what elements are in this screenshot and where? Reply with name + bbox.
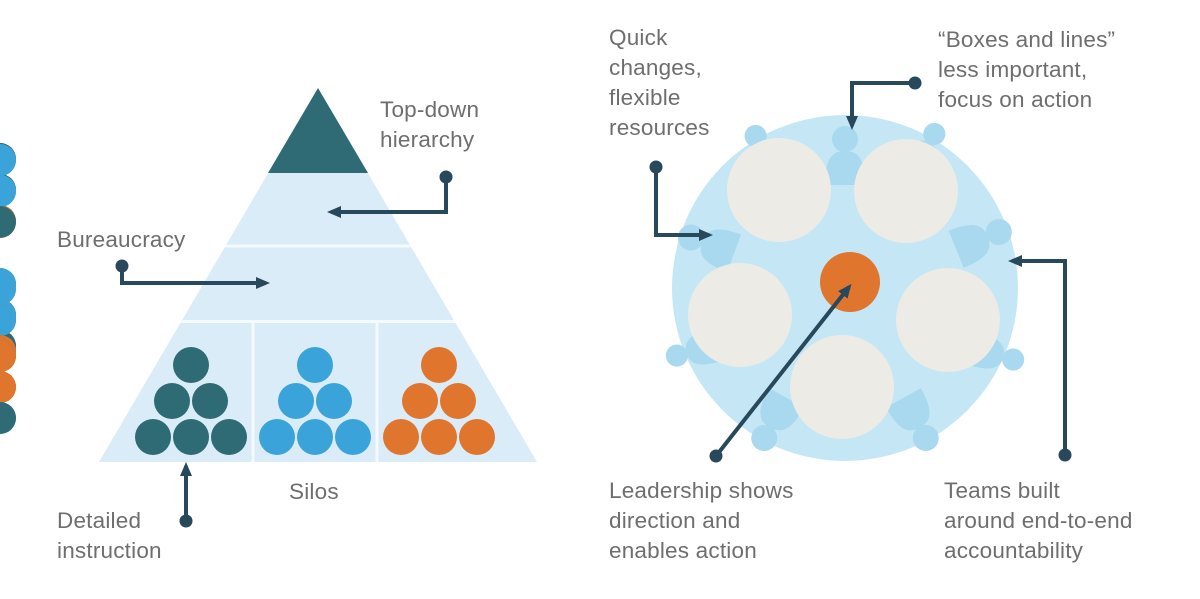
- person-icon: [751, 388, 805, 451]
- arrow-line: [714, 283, 852, 458]
- team-circle: [727, 138, 831, 242]
- silo-person-dot: [211, 419, 247, 455]
- silo-person-dot: [259, 419, 295, 455]
- silo-person-dot: [421, 347, 457, 383]
- label-line: Top-down: [380, 97, 480, 122]
- label-line: Leadership shows: [609, 478, 794, 503]
- label-line: Teams built: [944, 478, 1060, 503]
- arrow-line: [120, 266, 270, 289]
- team-circles: [688, 138, 1000, 439]
- label-line: hierarchy: [380, 127, 475, 152]
- arrow-boxes-and-lines: [846, 76, 922, 130]
- label-line: changes,: [609, 55, 702, 80]
- rim-people: [677, 126, 1012, 451]
- team-member-dot: [0, 206, 16, 238]
- label-top-down-hierarchy: Top-down hierarchy: [380, 95, 479, 155]
- label-bureaucracy: Bureaucracy: [57, 225, 186, 255]
- silo-person-dot: [383, 419, 419, 455]
- label-line: less important,: [938, 57, 1088, 82]
- silo-person-dot: [278, 383, 314, 419]
- team-circle: [688, 263, 792, 367]
- team-member-dot: [0, 144, 16, 176]
- arrow-line: [846, 81, 915, 130]
- pyramid: [99, 88, 537, 462]
- label-line: instruction: [57, 538, 162, 563]
- person-icon: [948, 219, 1012, 268]
- label-quick-changes: Quick changes, flexible resources: [609, 23, 710, 143]
- arrow-line: [1008, 255, 1067, 455]
- silo-person-dot: [192, 383, 228, 419]
- silo-divider-line: [375, 322, 379, 462]
- person-icon: [825, 126, 865, 185]
- team-dot-group: [0, 273, 16, 367]
- silo-person-dot: [335, 419, 371, 455]
- arrow-bureaucracy: [115, 259, 270, 289]
- team-member-dot: [0, 371, 16, 403]
- arrow-quick-changes: [649, 160, 713, 241]
- label-line: direction and: [609, 508, 741, 533]
- person-icon: [885, 388, 939, 451]
- team-circle: [896, 268, 1000, 372]
- team-circle: [854, 139, 958, 243]
- label-teams-built: Teams built around end-to-end accountabi…: [944, 476, 1133, 566]
- silo-person-dot: [440, 383, 476, 419]
- silo-person-dot: [316, 383, 352, 419]
- silo-dot-group: [135, 347, 247, 455]
- label-line: Detailed: [57, 508, 142, 533]
- silo-person-dot: [173, 419, 209, 455]
- label-leadership: Leadership shows direction and enables a…: [609, 476, 794, 566]
- label-line: Bureaucracy: [57, 227, 186, 252]
- silo-person-dot: [297, 419, 333, 455]
- label-detailed-instruction: Detailed instruction: [57, 506, 162, 566]
- label-line: around end-to-end: [944, 508, 1133, 533]
- team-dot-group: [0, 340, 16, 434]
- arrow-teams-built: [1008, 255, 1072, 462]
- label-line: focus on action: [938, 87, 1093, 112]
- label-line: accountability: [944, 538, 1084, 563]
- label-line: enables action: [609, 538, 757, 563]
- silo-person-dot: [135, 419, 171, 455]
- team-dot-group: [0, 144, 16, 238]
- arrow-line: [654, 167, 713, 241]
- silo-person-dot: [402, 383, 438, 419]
- callout-arrows: [115, 76, 1072, 528]
- divider-line: [99, 244, 537, 248]
- pyramid-dividers: [99, 244, 537, 462]
- silo-dot-group: [383, 347, 495, 455]
- team-member-dot: [0, 402, 16, 434]
- leadership-center-circle: [820, 252, 880, 312]
- team-circle: [790, 335, 894, 439]
- label-line: flexible: [609, 85, 681, 110]
- team-member-dot: [0, 273, 16, 305]
- label-line: Quick: [609, 25, 668, 50]
- team-member-dot: [0, 175, 16, 207]
- label-line: Silos: [289, 479, 339, 504]
- silo-dot-group: [259, 347, 371, 455]
- silo-person-dot: [297, 347, 333, 383]
- arrow-line: [327, 177, 448, 218]
- arrow-top-down-hierarchy: [327, 170, 453, 218]
- silo-divider-line: [251, 322, 255, 462]
- label-line: “Boxes and lines”: [938, 27, 1116, 52]
- label-line: resources: [609, 115, 710, 140]
- pyramid-cap-triangle: [268, 88, 368, 173]
- team-member-dot: [0, 304, 16, 336]
- divider-line: [99, 320, 537, 323]
- team-member-dot: [0, 340, 16, 372]
- silo-person-dot: [421, 419, 457, 455]
- silo-person-dot: [154, 383, 190, 419]
- arrow-leadership: [709, 283, 852, 463]
- label-silos: Silos: [289, 477, 339, 507]
- silo-person-dot: [459, 419, 495, 455]
- label-boxes-and-lines: “Boxes and lines” less important, focus …: [938, 25, 1115, 115]
- arrow-detailed-instruction: [179, 462, 193, 528]
- silo-person-dot: [173, 347, 209, 383]
